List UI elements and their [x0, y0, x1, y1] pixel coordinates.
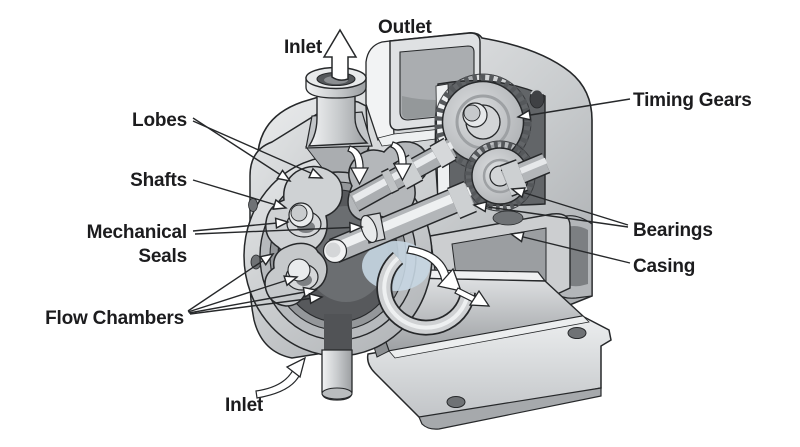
label-casing: Casing [633, 256, 695, 277]
flow-arrow-bottom-inlet [255, 356, 306, 399]
bearing-lower [447, 180, 477, 220]
pipe-body [307, 83, 369, 147]
label-mechanical-seals-line1: Mechanical [87, 222, 187, 243]
leader-bearings-2 [474, 205, 629, 228]
label-bearings: Bearings [633, 220, 713, 241]
leader-timing-gears [518, 98, 631, 117]
leader-flow-3 [188, 290, 316, 314]
base-bolt-hole-right [567, 327, 587, 339]
label-shafts: Shafts [130, 170, 187, 191]
leader-flow-1 [187, 254, 273, 312]
label-flow-chambers: Flow Chambers [45, 308, 184, 329]
flow-arrows [347, 141, 491, 307]
flow-arrow-up [322, 28, 358, 81]
leader-shafts [192, 179, 286, 208]
cut-flow-channel [376, 251, 476, 336]
label-lobes: Lobes [132, 110, 187, 131]
label-inlet-bottom: Inlet [225, 395, 264, 416]
leader-casing [511, 234, 631, 264]
cover-bolt-hole [248, 198, 258, 212]
bearing-lower-outer [500, 159, 528, 197]
leader-seals-1 [192, 222, 288, 232]
leader-lobes-2 [192, 120, 322, 178]
labels: Inlet Outlet Lobes Shafts Mechanical Sea… [45, 17, 752, 416]
callout-leaders [187, 98, 631, 315]
label-timing-gears: Timing Gears [633, 90, 752, 111]
bottom-port [321, 349, 353, 401]
leader-seals-2 [194, 227, 362, 235]
label-mechanical-seals-line2: Seals [138, 246, 187, 267]
shaft-lower [322, 152, 551, 264]
mechanical-seal-shaft [360, 212, 386, 244]
leader-flow-4 [189, 297, 322, 315]
leader-bearings-1 [512, 189, 629, 226]
top-port [305, 28, 373, 179]
leader-flow-2 [187, 277, 297, 313]
base-bolt-hole-front [446, 396, 466, 408]
label-inlet-top: Inlet [284, 37, 323, 58]
label-outlet: Outlet [378, 17, 433, 38]
